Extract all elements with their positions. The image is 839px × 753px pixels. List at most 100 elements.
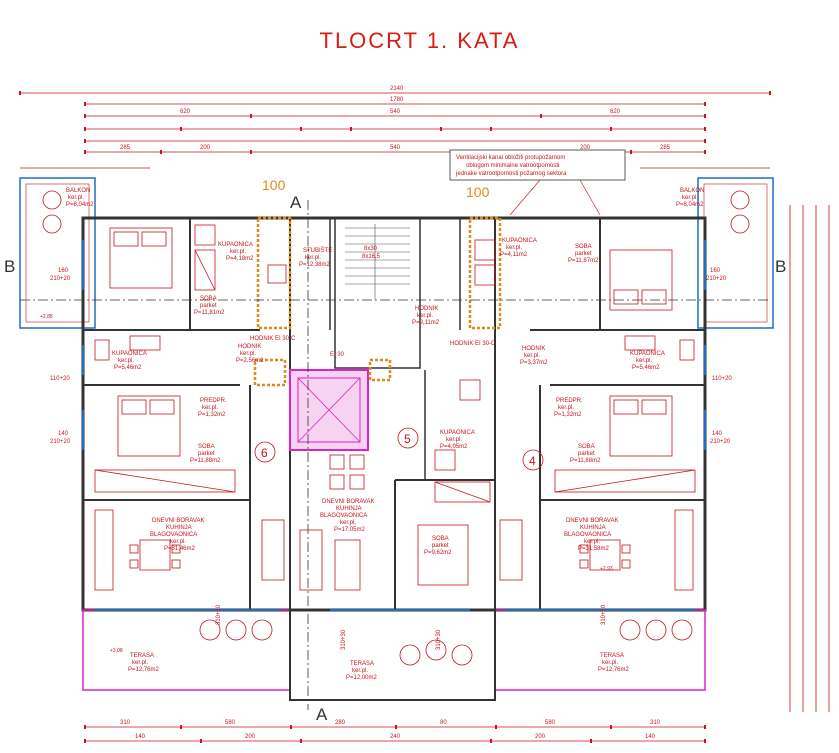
kup-tl-floor: ker.pl. (230, 249, 246, 255)
level-2: +3,08 (110, 648, 123, 654)
dim-b1d: 80 (440, 720, 447, 726)
predpr-r-area: P=1,32m2 (554, 412, 582, 418)
soba-ml-floor: parket (198, 451, 215, 457)
section-b-right: B (775, 257, 786, 276)
hodnik-left-floor: ker.pl. (240, 351, 256, 357)
callout-line3: jednake vatrootpornosti požarnog sektora (455, 171, 567, 177)
hodnik-right-name: HODNIK (522, 346, 545, 352)
terasa-right-name: TERASA (600, 653, 624, 659)
db-right-floor: ker.pl. (584, 539, 600, 545)
soba-c-name: SOBA (432, 536, 449, 542)
furniture (94, 224, 696, 591)
db-center-l1: DNEVNI BORAVAK (322, 499, 374, 505)
hodnik-right-area: P=3,37m2 (520, 360, 548, 366)
terrace-door-l: 310+30 (216, 604, 222, 625)
building-walls (81, 216, 707, 700)
window-right-w: 160 (710, 268, 721, 274)
window-left-w: 160 (58, 268, 69, 274)
stair-mark-left: 100 (262, 177, 286, 193)
fire-ducts (253, 216, 502, 387)
dim-overall: 2140 (390, 86, 404, 92)
terrace-door-c2: 310+30 (436, 629, 442, 650)
dim-row5a: 285 (120, 145, 131, 151)
terasa-center-area: P=12,00m2 (346, 675, 378, 681)
dim-row3a: 620 (180, 109, 191, 115)
dim-b1b: 580 (225, 720, 236, 726)
balkon-left-name: BALKON (66, 188, 90, 194)
hodnik-left-area: P=2,56m2 (236, 358, 264, 364)
callout-line2: oblogom minimalne vatrootpornosti (466, 163, 559, 169)
soba-c-area: P=9,62m2 (424, 550, 452, 556)
kup-c-floor: ker.pl. (446, 437, 462, 443)
soba-tr-name: SOBA (575, 244, 592, 250)
window-left-h: 210+20 (50, 276, 71, 282)
stubiste-name: STUBIŠTE (303, 247, 332, 254)
soba-ml-area: P=11,88m2 (190, 458, 221, 464)
level-3: +2,88 (40, 314, 53, 320)
dim-b2d: 200 (535, 734, 546, 740)
soba-ml-name: SOBA (198, 444, 215, 450)
balkon-left-floor: ker.pl. (68, 195, 84, 201)
section-a-bottom: A (316, 705, 328, 724)
window-ml-h: 210+20 (50, 439, 71, 445)
terrace-door-r: 310+30 (601, 604, 607, 625)
unit-circles (254, 427, 544, 471)
stubiste-floor: ker.pl. (305, 255, 321, 261)
dim-b2b: 200 (245, 734, 256, 740)
kup-c-area: P=4,05m2 (440, 444, 468, 450)
dim-row3b: 540 (390, 109, 401, 115)
window-ml-w: 140 (58, 431, 69, 437)
dim-row3c: 620 (610, 109, 621, 115)
db-right-l1: DNEVNI BORAVAK (566, 518, 618, 524)
kup-ml-area: P=5,46m2 (114, 365, 142, 371)
staircase (334, 217, 421, 369)
kup-c-name: KUPAONICA (440, 430, 475, 436)
predpr-l-floor: ker.pl. (202, 405, 218, 411)
stairs-dim: 8x30 (364, 246, 378, 252)
kup-tr-area: P=4,11m2 (500, 252, 528, 258)
db-center-area: P=17,05m2 (334, 527, 366, 533)
soba-tr-area: P=11,87m2 (568, 258, 599, 264)
unit-5: 5 (404, 432, 411, 446)
dim-row5e: 285 (660, 145, 671, 151)
balkon-right-floor: ker.pl. (682, 195, 698, 201)
predpr-r-name: PREDPR. (556, 398, 583, 404)
lift-ei: EI 30 (330, 352, 345, 358)
terasa-left-area: P=12,76m2 (128, 667, 160, 673)
hodnik-right-floor: ker.pl. (524, 353, 540, 359)
kup-mr-name: KUPAONICA (630, 351, 665, 357)
dim-b1f: 310 (650, 720, 661, 726)
db-right-l2: KUHINJA (580, 525, 606, 531)
db-left-l3: BLAGOVAONICA (150, 532, 197, 538)
terasa-left-name: TERASA (130, 653, 154, 659)
dim-row2: 1780 (390, 97, 404, 103)
window-right-h: 210+20 (706, 276, 727, 282)
hodnik-ei-left: HODNIK EI 30-C (250, 336, 296, 342)
soba-c-floor: parket (432, 543, 449, 549)
db-right-l3: BLAGOVAONICA (564, 532, 611, 538)
balcony-left (19, 177, 96, 329)
hodnik-ei-right: HODNIK EI 30-C (450, 341, 496, 347)
dim-row5d: 200 (580, 145, 591, 151)
dim-b2e: 140 (645, 734, 656, 740)
top-dimension-ticks (19, 91, 771, 154)
window-br-h: 110+20 (712, 376, 732, 382)
unit-4: 4 (529, 454, 536, 468)
plan-title: TLOCRT 1. KATA (319, 28, 520, 53)
hodnik-floor: ker.pl. (417, 313, 433, 319)
dim-row5b: 200 (200, 145, 211, 151)
db-center-l2: KUHINJA (336, 506, 362, 512)
section-b-left: B (4, 257, 15, 276)
db-left-area: P=31,46m2 (164, 546, 196, 552)
kup-ml-name: KUPAONICA (112, 351, 147, 357)
window-mr-h: 210+20 (710, 439, 731, 445)
balkon-left-area: P=8,04m2 (66, 202, 94, 208)
stair-mark-right: 100 (466, 184, 490, 200)
dim-b2c: 240 (390, 734, 401, 740)
bottom-dimension-ticks (84, 725, 706, 743)
hodnik-left-name: HODNIK (238, 344, 261, 350)
predpr-l-area: P=1,32m2 (198, 412, 226, 418)
window-bl-h: 110+20 (50, 376, 70, 382)
soba-tl-area: P=11,81m2 (194, 310, 225, 316)
